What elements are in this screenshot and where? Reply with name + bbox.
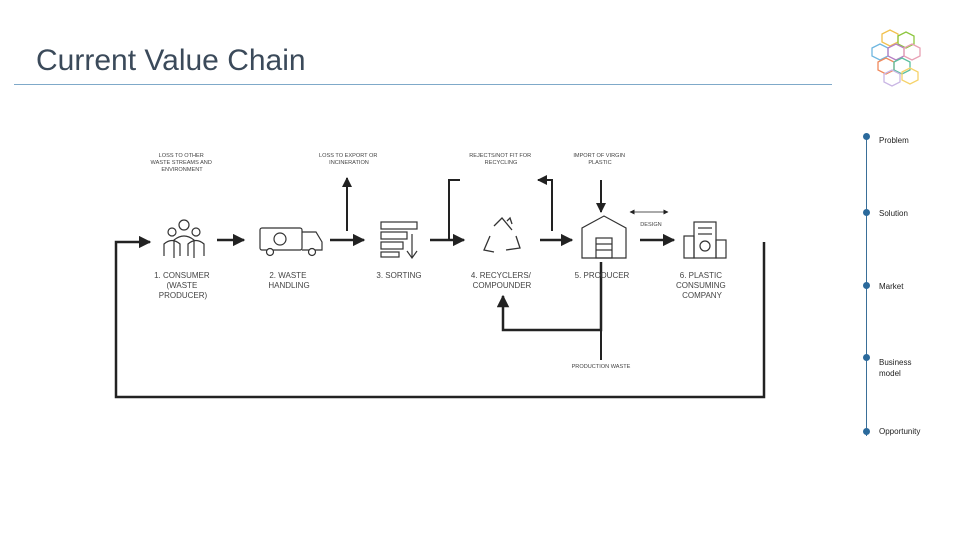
step-label-sorting: 3. SORTING: [376, 271, 421, 280]
title-divider: [14, 84, 832, 85]
nav-item-solution[interactable]: Solution: [879, 209, 908, 218]
step-label-plastic-company: 6. PLASTIC CONSUMING COMPANY: [676, 271, 728, 300]
nav-dot-market[interactable]: [863, 282, 870, 289]
step-label-producer: 5. PRODUCER: [575, 271, 630, 280]
production-waste-loop: [496, 262, 603, 332]
nav-dot-business-model[interactable]: [863, 354, 870, 361]
nav-item-problem[interactable]: Problem: [879, 136, 909, 145]
rejects-arrow-right: [537, 175, 553, 231]
factory-icon: [581, 215, 627, 259]
rejects-arrow-left: [448, 179, 460, 240]
logo-icon: [871, 29, 921, 87]
nav-item-opportunity[interactable]: Opportunity: [879, 427, 921, 436]
step-label-recyclers: 4. RECYCLERS/ COMPOUNDER: [471, 271, 533, 290]
annotation-import-virgin: IMPORT OF VIRGIN PLASTIC: [573, 153, 626, 166]
annotation-loss-other: LOSS TO OTHER WASTE STREAMS AND ENVIRONM…: [151, 153, 214, 173]
annotation-production-waste: PRODUCTION WASTE: [572, 364, 631, 370]
nav-dot-problem[interactable]: [863, 133, 870, 140]
sorting-icon: [380, 221, 418, 260]
feedback-loop-line: [114, 235, 766, 399]
nav-item-business-model[interactable]: Business model: [879, 358, 912, 378]
recycle-icon: [483, 216, 521, 253]
step-label-consumer: 1. CONSUMER (WASTE PRODUCER): [154, 271, 212, 300]
annotation-design: DESIGN: [640, 222, 661, 228]
nav-dot-opportunity[interactable]: [863, 428, 870, 435]
slide-title: Current Value Chain: [36, 44, 306, 77]
waste-truck-icon: [259, 227, 323, 257]
step-label-waste-handling: 2. WASTE HANDLING: [268, 271, 309, 290]
building-icon: [683, 221, 727, 259]
section-nav: Problem Solution Market Business model O…: [860, 130, 960, 440]
annotation-loss-export: LOSS TO EXPORT OR INCINERATION: [319, 153, 379, 166]
nav-item-market[interactable]: Market: [879, 282, 904, 291]
consumer-icon: [163, 219, 205, 258]
nav-dot-solution[interactable]: [863, 209, 870, 216]
annotation-rejects: REJECTS/NOT FIT FOR RECYCLING: [469, 153, 533, 166]
